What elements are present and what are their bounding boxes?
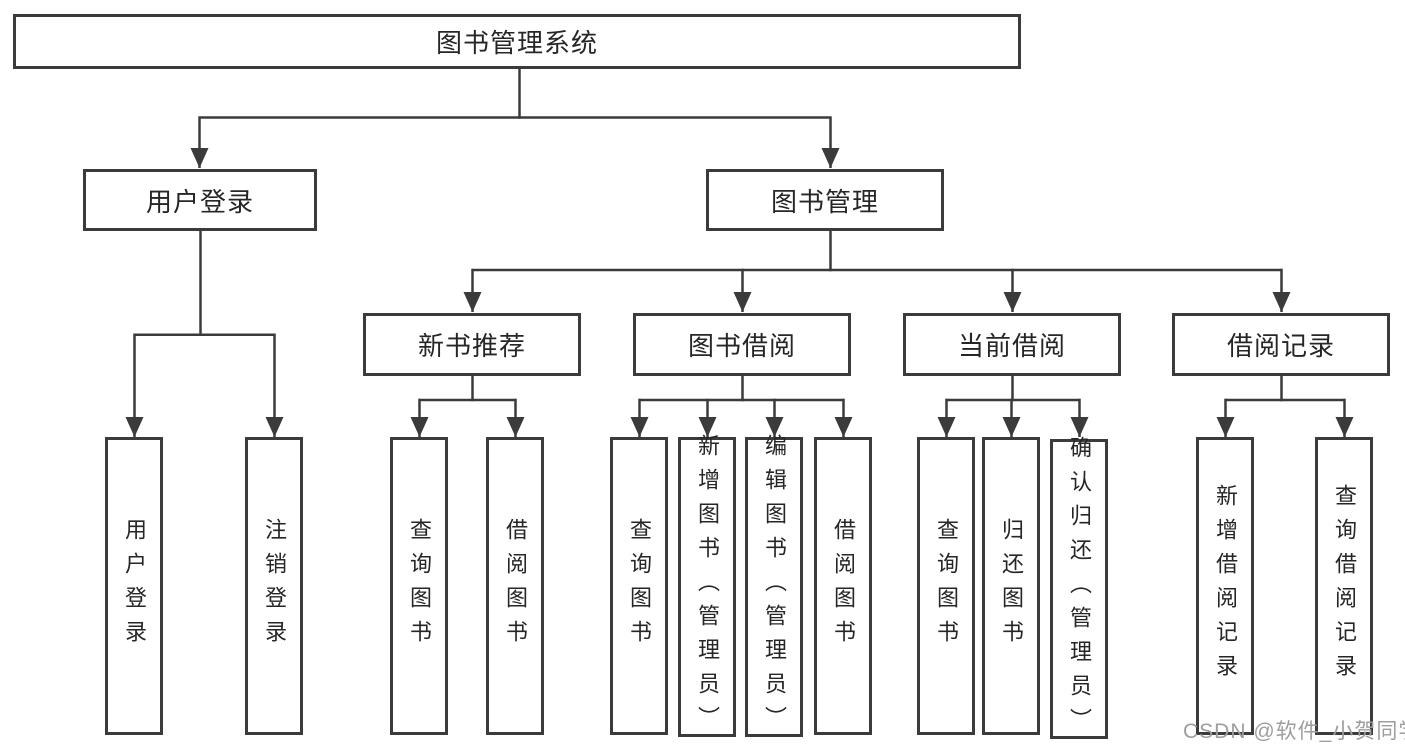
node-new-book-recommend: 新书推荐 xyxy=(363,313,581,376)
leaf-cb-confirm-return-admin: 确认归还（管理员） xyxy=(1050,436,1108,742)
node-current-borrow: 当前借阅 xyxy=(903,313,1121,376)
leaf-nb-borrow-book: 借阅图书 xyxy=(486,437,544,735)
leaf-br-query-record-label: 查询借阅记录 xyxy=(1332,484,1357,688)
leaf-logout: 注销登录 xyxy=(245,437,303,735)
node-borrow-records-label: 借阅记录 xyxy=(1226,331,1335,361)
leaf-cb-query-book-label: 查询图书 xyxy=(934,518,959,654)
node-user-login-label: 用户登录 xyxy=(145,186,254,217)
csdn-watermark: CSDN @软件_小贺同学 xyxy=(1183,720,1405,743)
leaf-bb-add-book-admin: 新增图书（管理员） xyxy=(678,434,736,740)
leaf-cb-return-book-label: 归还图书 xyxy=(999,518,1024,654)
leaf-bb-borrow-book: 借阅图书 xyxy=(814,437,872,735)
node-current-borrow-label: 当前借阅 xyxy=(957,331,1066,361)
leaf-nb-borrow-book-label: 借阅图书 xyxy=(503,518,528,654)
node-new-book-recommend-label: 新书推荐 xyxy=(417,331,526,361)
node-borrow-records: 借阅记录 xyxy=(1172,313,1390,376)
node-root-label: 图书管理系统 xyxy=(435,28,598,58)
leaf-br-add-record-label: 新增借阅记录 xyxy=(1213,484,1238,688)
leaf-user-login-label: 用户登录 xyxy=(122,518,147,654)
node-book-borrow-label: 图书借阅 xyxy=(687,331,796,361)
leaf-bb-query-book: 查询图书 xyxy=(610,437,668,735)
node-user-login: 用户登录 xyxy=(83,169,317,231)
leaf-user-login: 用户登录 xyxy=(105,437,163,735)
leaf-br-add-record: 新增借阅记录 xyxy=(1196,437,1254,735)
leaf-bb-query-book-label: 查询图书 xyxy=(627,518,652,654)
leaf-logout-label: 注销登录 xyxy=(262,518,287,654)
leaf-cb-confirm-return-admin-label: 确认归还（管理员） xyxy=(1067,436,1092,742)
leaf-bb-edit-book-admin-label: 编辑图书（管理员） xyxy=(762,434,787,740)
node-book-mgmt: 图书管理 xyxy=(706,169,944,231)
node-book-mgmt-label: 图书管理 xyxy=(770,186,879,217)
leaf-bb-edit-book-admin: 编辑图书（管理员） xyxy=(745,434,803,740)
leaf-bb-add-book-admin-label: 新增图书（管理员） xyxy=(695,434,720,740)
node-root-system: 图书管理系统 xyxy=(13,14,1021,69)
leaf-cb-query-book: 查询图书 xyxy=(917,437,975,735)
leaf-cb-return-book: 归还图书 xyxy=(982,437,1040,735)
leaf-br-query-record: 查询借阅记录 xyxy=(1315,437,1373,735)
leaf-nb-query-book: 查询图书 xyxy=(390,437,448,735)
leaf-nb-query-book-label: 查询图书 xyxy=(407,518,432,654)
node-book-borrow: 图书借阅 xyxy=(633,313,851,376)
leaf-bb-borrow-book-label: 借阅图书 xyxy=(831,518,856,654)
